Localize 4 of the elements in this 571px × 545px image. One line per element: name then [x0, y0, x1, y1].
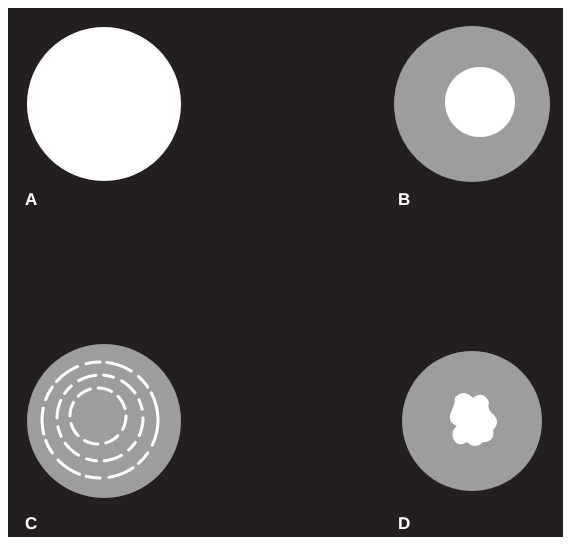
panel-letter: A	[25, 191, 38, 208]
panel-letter: C	[25, 515, 38, 532]
panel-letter: D	[398, 515, 410, 532]
panel-letter: B	[398, 191, 410, 208]
